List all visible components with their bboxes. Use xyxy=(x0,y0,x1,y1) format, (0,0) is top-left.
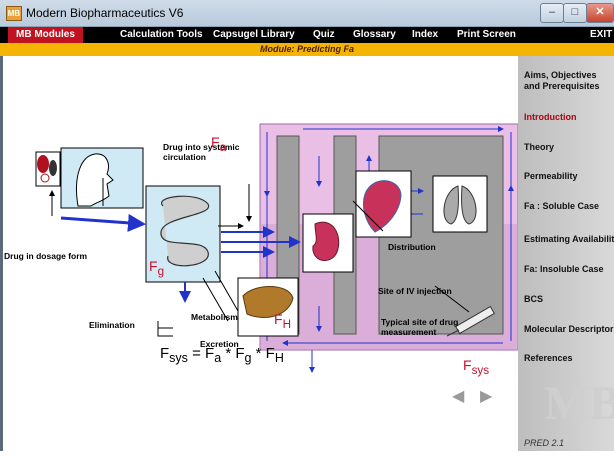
intestine-icon xyxy=(160,195,210,267)
syringe-icon xyxy=(446,305,496,337)
label-excretion: Excretion xyxy=(200,339,239,349)
menu-print-screen[interactable]: Print Screen xyxy=(457,29,516,40)
menu-bar: MB Modules Calculation Tools Capsugel Li… xyxy=(0,27,614,43)
heart-icon xyxy=(355,170,412,238)
symbol-fh: FH xyxy=(274,311,291,331)
version-label: PRED 2.1 xyxy=(524,438,565,448)
sidebar-item-fa-insoluble[interactable]: Fa: Insoluble Case xyxy=(524,264,604,274)
label-metabolism: Metabolism xyxy=(191,312,238,322)
module-title-bar: Module: Predicting Fa xyxy=(0,43,614,56)
label-drug-dosage-form: Drug in dosage form xyxy=(4,251,88,261)
kidney-icon xyxy=(302,213,354,273)
window-title: Modern Biopharmaceutics V6 xyxy=(26,6,184,20)
liver-icon xyxy=(237,277,299,337)
sidebar-item-estimating-availability[interactable]: Estimating Availability xyxy=(524,234,614,244)
lungs-icon xyxy=(432,175,488,233)
sidebar-item-bcs[interactable]: BCS xyxy=(524,294,544,304)
fsys-formula: Fsys = Fa * Fg * FH xyxy=(160,345,284,365)
systemic-circulation-box xyxy=(259,123,519,373)
menu-index[interactable]: Index xyxy=(412,29,439,40)
left-frame-edge xyxy=(0,56,3,451)
sidebar-item-aims[interactable]: Aims, Objectives and Prerequisites xyxy=(524,70,600,91)
app-icon: MB xyxy=(6,6,22,21)
back-arrow-icon[interactable]: ◀ xyxy=(452,388,465,405)
pk-diagram-svg xyxy=(35,123,519,373)
flow-arrows xyxy=(49,184,470,337)
close-button[interactable]: ✕ xyxy=(586,3,614,23)
symbol-fg: Fg xyxy=(149,258,165,278)
minimize-button[interactable]: – xyxy=(540,3,564,23)
menu-mb-modules[interactable]: MB Modules xyxy=(8,27,83,43)
sidebar-item-fa-soluble[interactable]: Fa : Soluble Case xyxy=(524,201,600,211)
sidebar-item-permeability[interactable]: Permeability xyxy=(524,171,578,181)
exit-button[interactable]: EXIT xyxy=(590,29,613,40)
label-typical-site: Typical site of drug measurement xyxy=(381,317,459,337)
pk-diagram: Drug into systemic circulation Drug in d… xyxy=(3,56,519,451)
human-swallow-icon xyxy=(76,153,114,207)
sidebar-item-molecular-descriptors[interactable]: Molecular Descriptors xyxy=(524,324,614,334)
menu-quiz[interactable]: Quiz xyxy=(313,29,335,40)
symbol-fa: Fa xyxy=(211,134,227,154)
sidebar: MB Aims, Objectives and Prerequisites In… xyxy=(518,56,614,451)
capsule-pills-icon xyxy=(37,155,57,183)
symbol-fsys: Fsys xyxy=(463,357,490,377)
label-distribution: Distribution xyxy=(388,242,436,252)
sidebar-item-introduction[interactable]: Introduction xyxy=(524,112,577,122)
label-site-iv: Site of IV injection xyxy=(378,286,452,296)
label-drug-into-systemic: Drug into systemic circulation xyxy=(163,142,240,162)
maximize-button[interactable]: □ xyxy=(563,3,587,23)
sidebar-item-theory[interactable]: Theory xyxy=(524,142,555,152)
label-elimination: Elimination xyxy=(89,320,135,330)
mb-watermark: MB xyxy=(544,377,614,430)
sidebar-item-references[interactable]: References xyxy=(524,353,573,363)
menu-capsugel-library[interactable]: Capsugel Library xyxy=(213,29,295,40)
menu-glossary[interactable]: Glossary xyxy=(353,29,396,40)
title-bar: MB Modern Biopharmaceutics V6 – □ ✕ xyxy=(0,0,614,27)
menu-calculation-tools[interactable]: Calculation Tools xyxy=(120,29,203,40)
forward-arrow-icon[interactable]: ▶ xyxy=(480,388,493,405)
